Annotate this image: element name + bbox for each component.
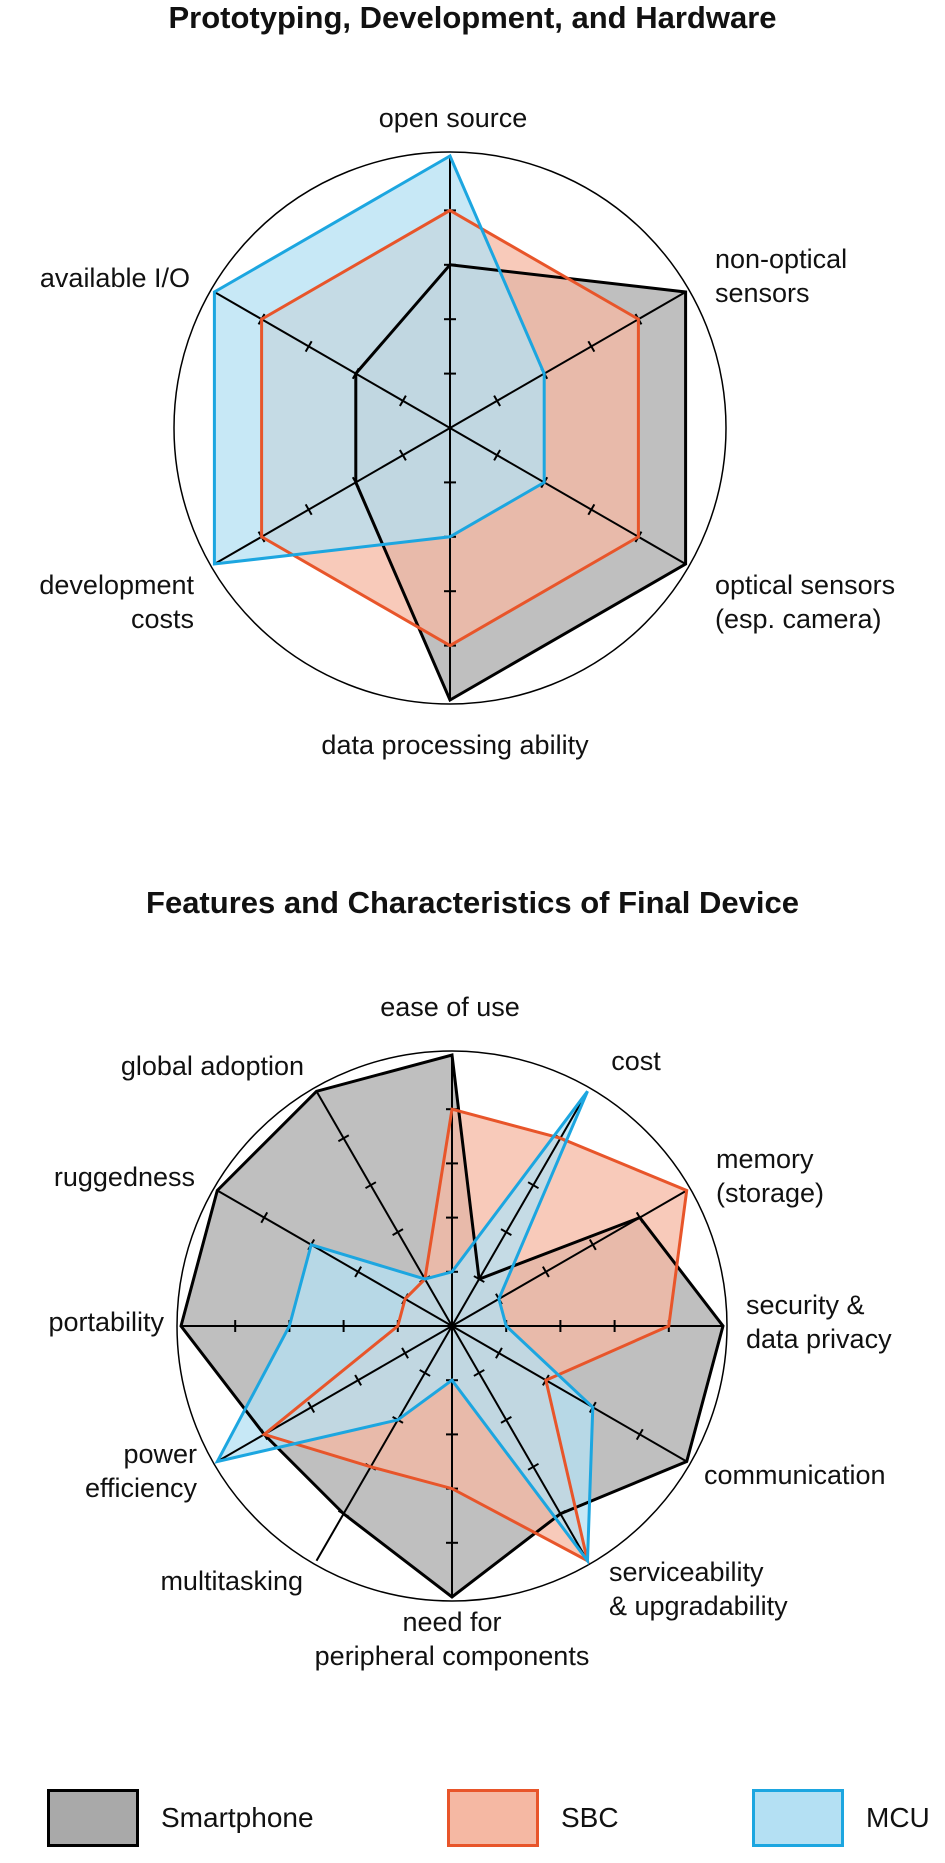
axis-tick (307, 1401, 316, 1413)
series-line-smartphone (179, 1053, 725, 1599)
axis-tick (419, 1369, 431, 1377)
axis-tick (365, 1181, 377, 1190)
axis-tick (392, 1228, 404, 1236)
axis-tick (304, 503, 313, 516)
axis-label-ruggedness: ruggedness (54, 1162, 195, 1192)
legend-swatch-sbc (447, 1789, 539, 1847)
axis-tick (527, 1181, 539, 1190)
axis-label-data-processing-ability: data processing ability (321, 730, 589, 760)
radar-chart-features: ease of use cost memory(storage) security &… (48, 992, 892, 1671)
axis-non-optical-sensors (449, 291, 687, 429)
axis-available-i-o (213, 291, 451, 429)
series-area-mcu (214, 156, 545, 564)
axis-global-adoption (315, 1090, 453, 1327)
axis-label-cost: cost (611, 1046, 661, 1076)
axis-tick (304, 340, 313, 353)
axis-tick (399, 395, 407, 407)
chart-title-features: Features and Characteristics of Final De… (146, 885, 799, 920)
axis-tick (500, 1228, 512, 1236)
series-line-sbc (261, 1107, 689, 1564)
axis-label-security-data-privacy: security &data privacy (746, 1290, 892, 1354)
axis-tick (635, 1428, 644, 1441)
axis-tick (493, 395, 501, 407)
axis-tick (473, 1369, 485, 1377)
axis-memory-storage (451, 1189, 688, 1327)
axis-serviceability-upgradability (451, 1325, 589, 1562)
legend-label-sbc: SBC (561, 1802, 619, 1833)
axis-label-global-adoption: global adoption (121, 1051, 304, 1081)
axis-label-memory-storage: memory(storage) (716, 1144, 824, 1208)
axis-tick (399, 449, 407, 461)
series-line-sbc (260, 208, 640, 648)
axis-label-multitasking: multitasking (160, 1566, 303, 1596)
axis-label-available-i-o: available I/O (40, 263, 190, 293)
axis-tick (354, 1266, 362, 1278)
legend-label-mcu: MCU (866, 1802, 930, 1833)
axis-tick (527, 1462, 539, 1471)
axis-ruggedness (216, 1189, 453, 1327)
axis-label-serviceability-upgradability: serviceability& upgradability (609, 1557, 788, 1621)
axis-tick (493, 449, 501, 461)
series-line-smartphone (354, 263, 688, 703)
series-line-mcu (214, 1090, 595, 1565)
legend: Smartphone SBC MCU (0, 1786, 945, 1856)
axis-tick (500, 1416, 512, 1424)
axis-optical-sensors-esp-camera (449, 427, 687, 565)
legend-item-sbc: SBC (447, 1786, 619, 1850)
axis-label-open-source: open source (379, 103, 528, 133)
axis-tick (260, 1211, 269, 1224)
outer-circle (173, 151, 727, 705)
axis-tick (354, 1374, 362, 1386)
legend-label-smartphone: Smartphone (161, 1802, 314, 1833)
axis-tick (588, 1239, 597, 1251)
axis-communication (451, 1325, 688, 1463)
axis-tick (495, 1347, 503, 1359)
outer-circle (176, 1050, 728, 1602)
axis-power-efficiency (216, 1325, 453, 1463)
axis-tick (587, 340, 596, 353)
legend-item-mcu: MCU (752, 1786, 930, 1850)
axis-tick (401, 1347, 409, 1359)
axis-label-ease-of-use: ease of use (380, 992, 520, 1022)
axis-tick (542, 1266, 550, 1278)
axis-label-portability: portability (48, 1307, 164, 1337)
series-line-mcu (212, 153, 546, 566)
legend-swatch-mcu (752, 1789, 844, 1847)
legend-item-smartphone: Smartphone (47, 1786, 314, 1850)
axis-development-costs (213, 427, 451, 565)
legend-swatch-smartphone (47, 1789, 139, 1847)
chart-title-prototyping: Prototyping, Development, and Hardware (168, 0, 777, 35)
axis-multitasking (315, 1325, 453, 1562)
axis-label-optical-sensors-esp-camera: optical sensors(esp. camera) (715, 570, 895, 634)
axis-label-communication: communication (704, 1460, 886, 1490)
axis-cost (451, 1090, 589, 1327)
axis-tick (587, 503, 596, 516)
axis-tick (337, 1134, 350, 1143)
